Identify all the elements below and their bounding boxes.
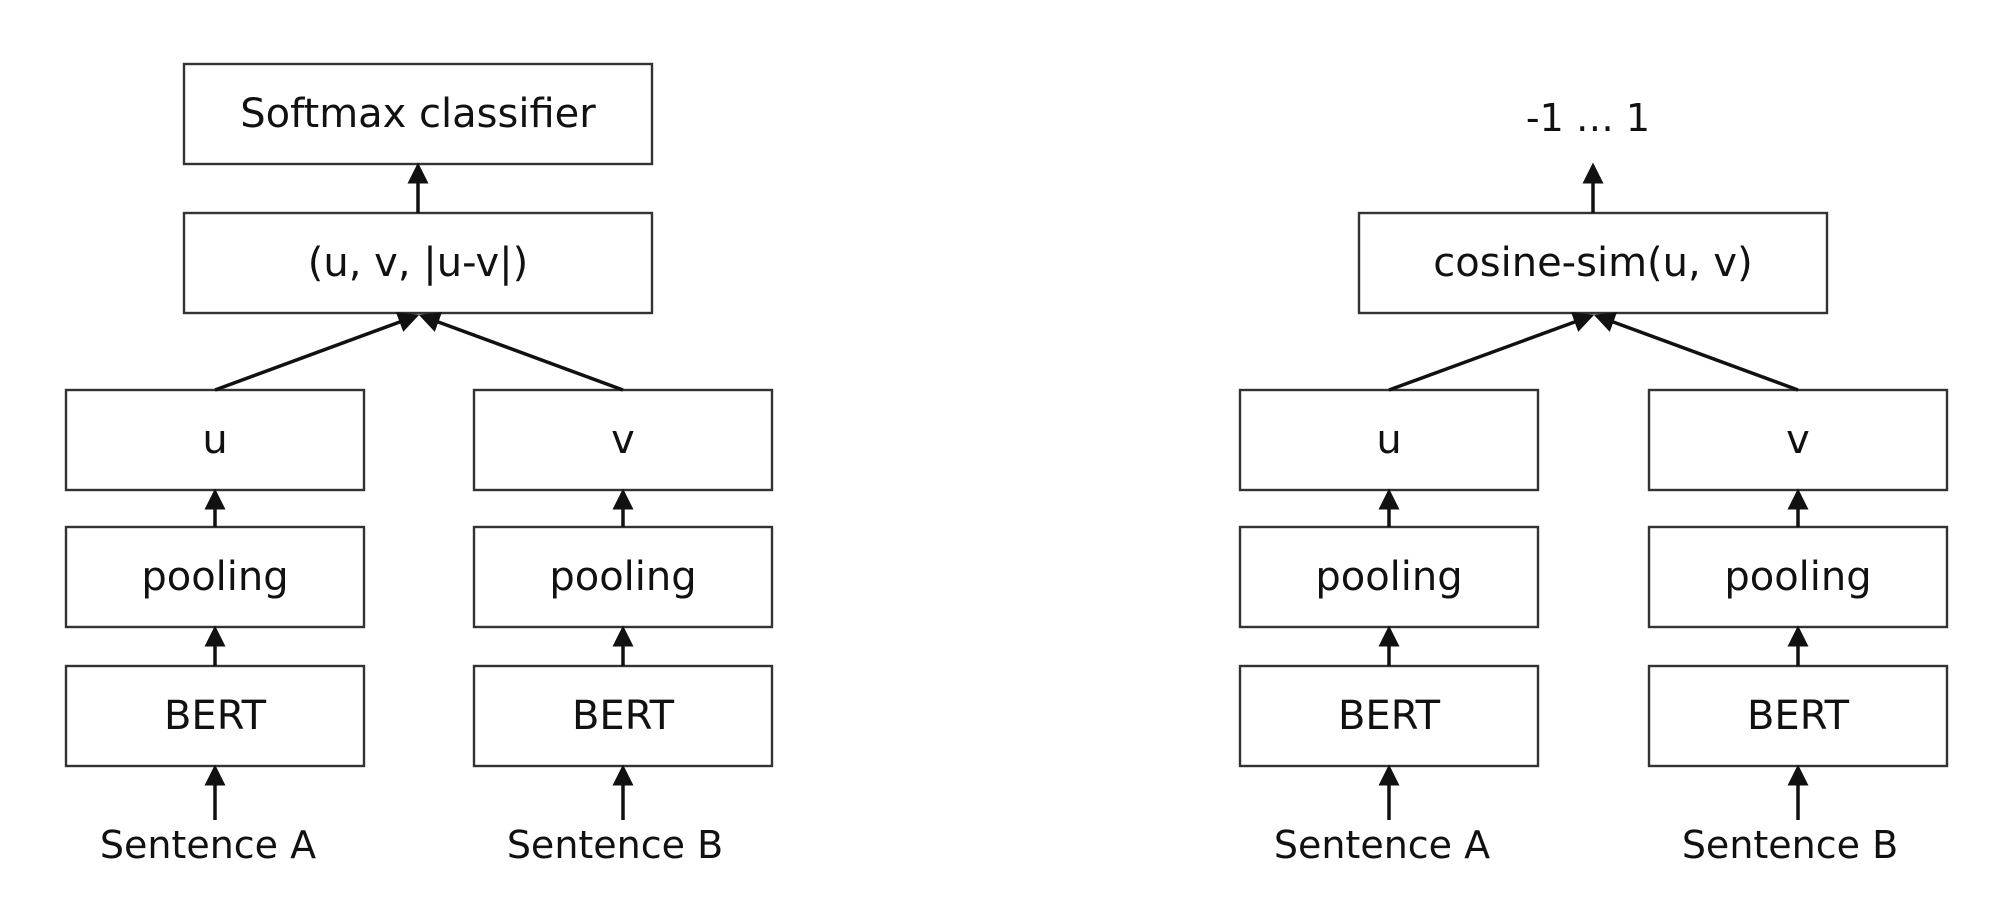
pooling-label: pooling <box>1315 554 1462 600</box>
bert-node: BERT <box>1647 664 1949 768</box>
embedding-v-label: v <box>1786 417 1810 463</box>
embedding-v-node: v <box>1647 388 1949 492</box>
left-diagram: Softmax classifier (u, v, |u-v|) u pooli… <box>64 62 774 867</box>
sentence-a-label: Sentence A <box>100 823 316 867</box>
similarity-output-label: -1 … 1 <box>1526 96 1650 140</box>
concat-label: (u, v, |u-v|) <box>308 240 528 286</box>
embedding-v-label: v <box>611 417 635 463</box>
arrow-v-to-cosine <box>1593 312 1799 392</box>
sentence-b-label: Sentence B <box>1682 823 1898 867</box>
sentence-a-label: Sentence A <box>1274 823 1490 867</box>
bert-node: BERT <box>64 664 366 768</box>
right-branch-b: v pooling BERT Sentence B <box>1647 388 1949 867</box>
embedding-u-node: u <box>64 388 366 492</box>
right-branch-a: u pooling BERT Sentence A <box>1238 388 1540 867</box>
softmax-classifier-node: Softmax classifier <box>182 62 654 166</box>
pooling-label: pooling <box>549 554 696 600</box>
sentence-b-label: Sentence B <box>507 823 723 867</box>
embedding-u-node: u <box>1238 388 1540 492</box>
bert-label: BERT <box>164 693 267 739</box>
pooling-node: pooling <box>1647 525 1949 629</box>
bert-label: BERT <box>1338 693 1441 739</box>
right-diagram: -1 … 1 cosine-sim(u, v) u pooling BERT S… <box>1238 96 1949 867</box>
pooling-label: pooling <box>1724 554 1871 600</box>
embedding-v-node: v <box>472 388 774 492</box>
pooling-node: pooling <box>472 525 774 629</box>
embedding-u-label: u <box>1376 417 1401 463</box>
bert-label: BERT <box>1747 693 1850 739</box>
bert-label: BERT <box>572 693 675 739</box>
pooling-node: pooling <box>1238 525 1540 629</box>
bert-node: BERT <box>1238 664 1540 768</box>
pooling-label: pooling <box>141 554 288 600</box>
bert-node: BERT <box>472 664 774 768</box>
arrow-v-to-concat <box>418 312 624 392</box>
embedding-u-label: u <box>202 417 227 463</box>
cosine-sim-label: cosine-sim(u, v) <box>1433 240 1752 286</box>
arrow-u-to-concat <box>214 312 420 392</box>
softmax-classifier-label: Softmax classifier <box>240 91 596 137</box>
pooling-node: pooling <box>64 525 366 629</box>
arrow-u-to-cosine <box>1388 312 1595 392</box>
concat-node: (u, v, |u-v|) <box>182 211 654 315</box>
cosine-sim-node: cosine-sim(u, v) <box>1357 211 1829 315</box>
